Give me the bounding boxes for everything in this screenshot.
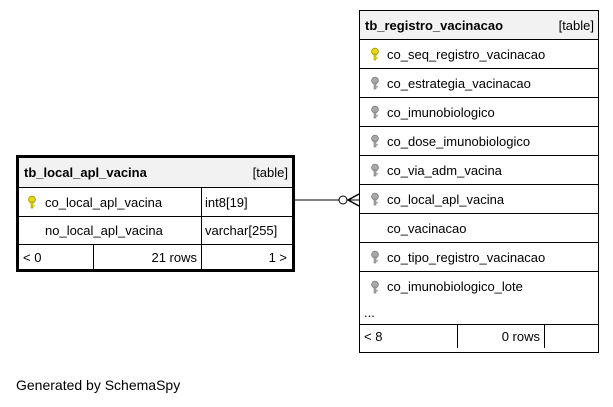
row-count: 21 rows (94, 245, 202, 269)
table-header: tb_registro_vacinacao [table] (360, 11, 598, 40)
column-name-cell: co_seq_registro_vacinacao (360, 40, 545, 68)
column-name: no_local_apl_vacina (45, 223, 163, 238)
column-row[interactable]: co_local_apl_vacina (360, 185, 598, 214)
column-row[interactable]: co_estrategia_vacinacao (360, 69, 598, 98)
table-name: tb_registro_vacinacao (365, 17, 504, 33)
column-name: co_imunobiologico_lote (387, 279, 523, 294)
foreign-key-icon (368, 163, 382, 177)
more-columns: ... (364, 305, 375, 320)
column-name-cell: no_local_apl_vacina (19, 217, 202, 244)
column-row[interactable]: no_local_apl_vacina varchar[255] (19, 217, 292, 245)
column-row[interactable]: co_vacinacao (360, 214, 598, 243)
column-name-cell: co_estrategia_vacinacao (360, 69, 531, 97)
column-name-cell: co_local_apl_vacina (360, 185, 504, 213)
foreign-key-icon (368, 105, 382, 119)
row-count: 0 rows (458, 325, 545, 348)
column-row[interactable]: co_seq_registro_vacinacao (360, 40, 598, 69)
column-name-cell: co_imunobiologico_lote (360, 272, 523, 301)
column-name-cell: co_via_adm_vacina (360, 156, 502, 184)
table-footer: < 0 21 rows 1 > (19, 245, 292, 269)
column-name: co_imunobiologico (387, 104, 495, 120)
foreign-key-icon (368, 76, 382, 90)
table-tb-local-apl-vacina[interactable]: tb_local_apl_vacina [table] co_local_apl… (16, 155, 295, 272)
column-row[interactable]: co_imunobiologico_lote (360, 272, 598, 301)
column-row[interactable]: co_tipo_registro_vacinacao (360, 243, 598, 272)
column-name: co_local_apl_vacina (45, 194, 163, 210)
column-name-cell: co_imunobiologico (360, 98, 495, 126)
ellipsis-row: ... (360, 301, 598, 325)
column-name: co_via_adm_vacina (387, 162, 502, 178)
generated-by-label: Generated by SchemaSpy (16, 377, 181, 393)
table-tb-registro-vacinacao[interactable]: tb_registro_vacinacao [table] co_seq_reg… (359, 10, 599, 353)
column-type: varchar[255] (205, 223, 278, 238)
foreign-key-icon (368, 134, 382, 148)
no-key-spacer (368, 221, 382, 235)
column-name-cell: co_tipo_registro_vacinacao (360, 243, 545, 271)
table-name: tb_local_apl_vacina (24, 165, 147, 180)
column-name: co_tipo_registro_vacinacao (387, 249, 546, 265)
primary-key-icon (368, 47, 382, 61)
column-name: co_vacinacao (387, 220, 467, 236)
table-footer: < 8 0 rows (360, 325, 598, 348)
column-row[interactable]: co_via_adm_vacina (360, 156, 598, 185)
column-name: co_estrategia_vacinacao (387, 75, 531, 91)
table-header: tb_local_apl_vacina [table] (19, 158, 292, 188)
crowfoot-upper (347, 193, 360, 201)
column-row[interactable]: co_imunobiologico (360, 98, 598, 127)
column-name: co_seq_registro_vacinacao (387, 46, 546, 62)
column-row[interactable]: co_local_apl_vacina int8[19] (19, 188, 292, 217)
parents-count[interactable]: < 0 (19, 245, 94, 269)
primary-key-icon (25, 195, 39, 209)
foreign-key-icon (368, 192, 382, 206)
parents-count[interactable]: < 8 (360, 325, 458, 348)
column-row[interactable]: co_dose_imunobiologico (360, 127, 598, 156)
foreign-key-icon (368, 280, 382, 294)
column-name: co_dose_imunobiologico (387, 133, 531, 149)
column-name-cell: co_vacinacao (360, 214, 467, 242)
children-count[interactable] (545, 325, 598, 348)
zero-optional-marker (338, 195, 348, 205)
table-kind: [table] (252, 165, 288, 180)
foreign-key-icon (368, 250, 382, 264)
column-name-cell: co_dose_imunobiologico (360, 127, 530, 155)
column-name-cell: co_local_apl_vacina (19, 188, 202, 216)
column-type: int8[19] (205, 194, 248, 210)
column-name: co_local_apl_vacina (387, 191, 505, 207)
crowfoot-lower (347, 199, 360, 207)
children-count[interactable]: 1 > (268, 249, 287, 265)
table-kind: [table] (558, 17, 594, 33)
